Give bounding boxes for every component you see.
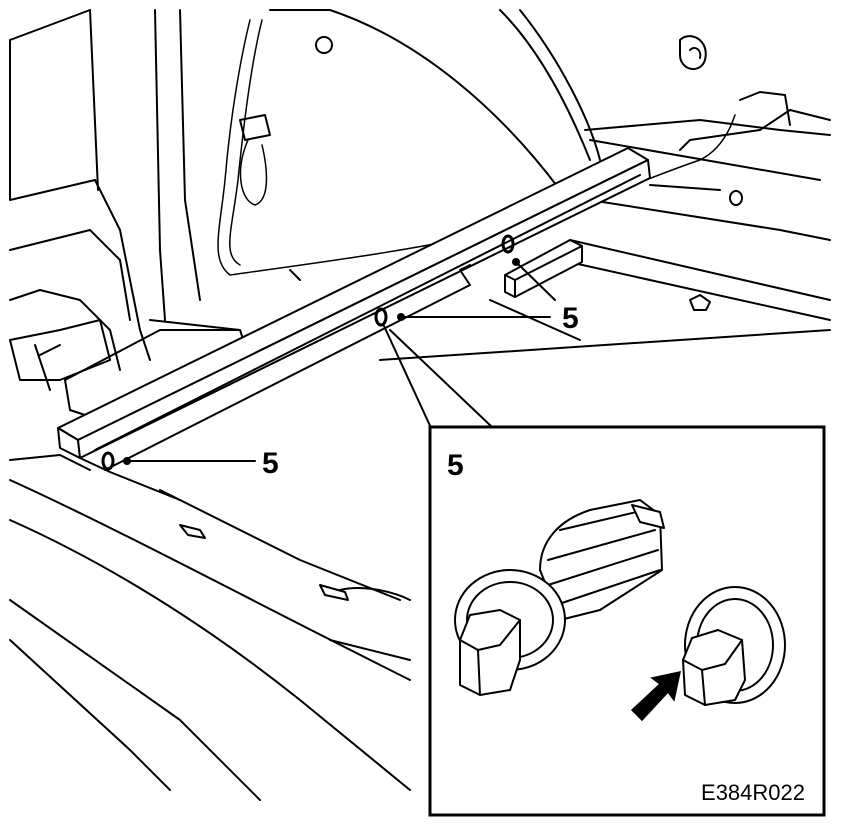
trunk-interior-drawing: [9, 9, 831, 801]
inset-detail: 5 E384R022: [428, 425, 826, 817]
clip-leader-line-rear: [515, 261, 556, 301]
inset-zoom-lines: [383, 325, 493, 431]
insert-arrow-icon: [630, 671, 681, 722]
floor-rail: [57, 147, 651, 501]
callout-label-middle: 5: [562, 302, 579, 335]
figure-code: E384R022: [701, 780, 805, 805]
clip-markers: [101, 234, 556, 471]
clip-expanded-drawing: [454, 499, 665, 696]
clip-hole-middle: [374, 307, 388, 327]
inset-label: 5: [447, 449, 464, 482]
clip-hole-rear: [501, 234, 515, 254]
callout-label-front: 5: [262, 447, 279, 480]
clip-compressed-drawing: [682, 586, 786, 706]
clip-hole-front: [101, 451, 115, 471]
